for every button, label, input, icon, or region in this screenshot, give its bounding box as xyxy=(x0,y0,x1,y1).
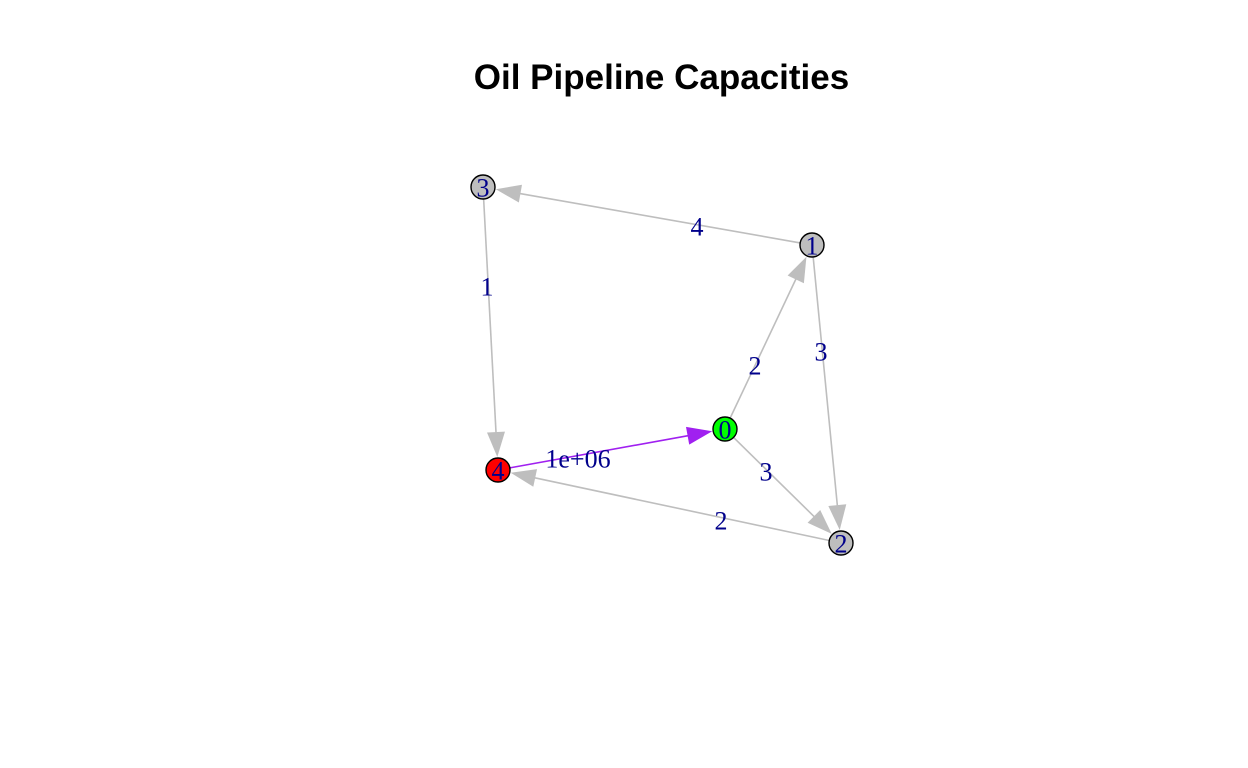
edge-label-3-to-4: 1 xyxy=(481,273,494,302)
edge-arrowhead xyxy=(828,504,847,531)
edge-label-0-to-1: 2 xyxy=(749,352,762,381)
edge-0-to-2 xyxy=(732,436,832,534)
edge-line xyxy=(509,434,692,469)
edge-line xyxy=(732,436,818,520)
edges-layer xyxy=(482,184,847,542)
edge-0-to-1 xyxy=(729,256,807,419)
edge-1-to-3 xyxy=(495,184,801,244)
edge-label-0-to-2: 3 xyxy=(760,458,773,487)
nodes-layer: 0 1 2 3 4 xyxy=(470,174,854,559)
edge-label-1-to-3: 4 xyxy=(691,213,704,242)
node-label: 4 xyxy=(492,457,505,486)
node-circle xyxy=(712,416,738,442)
edge-labels-layer: 4 1 2 3 3 2 1e+06 xyxy=(481,213,828,536)
edge-line xyxy=(516,192,801,244)
edge-label-4-to-0: 1e+06 xyxy=(545,445,610,474)
chart-title: Oil Pipeline Capacities xyxy=(473,58,850,97)
edge-line xyxy=(729,275,799,419)
node-circle xyxy=(470,174,496,200)
node-circle xyxy=(828,530,854,556)
node-label: 1 xyxy=(806,232,819,261)
edge-3-to-4 xyxy=(482,198,505,458)
edge-arrowhead xyxy=(495,184,522,203)
edge-label-1-to-2: 3 xyxy=(815,338,828,367)
edge-line xyxy=(812,256,839,510)
node-1: 1 xyxy=(799,232,825,261)
edge-1-to-2 xyxy=(812,256,847,531)
node-circle xyxy=(799,232,825,258)
edge-arrowhead xyxy=(807,509,832,534)
node-4: 4 xyxy=(485,457,511,486)
node-label: 2 xyxy=(835,530,848,559)
node-3: 3 xyxy=(470,174,496,203)
edge-arrowhead xyxy=(487,431,505,458)
edge-4-to-0 xyxy=(509,426,713,469)
edge-line xyxy=(531,476,830,542)
edge-label-2-to-4: 2 xyxy=(715,507,728,536)
edge-arrowhead xyxy=(787,256,807,284)
edge-arrowhead xyxy=(510,469,538,487)
edge-arrowhead xyxy=(686,426,713,445)
node-label: 3 xyxy=(477,174,490,203)
node-label: 0 xyxy=(719,416,732,445)
node-circle xyxy=(485,457,511,483)
node-0: 0 xyxy=(712,416,738,445)
node-2: 2 xyxy=(828,530,854,559)
edge-line xyxy=(482,198,497,437)
edge-2-to-4 xyxy=(510,469,830,542)
